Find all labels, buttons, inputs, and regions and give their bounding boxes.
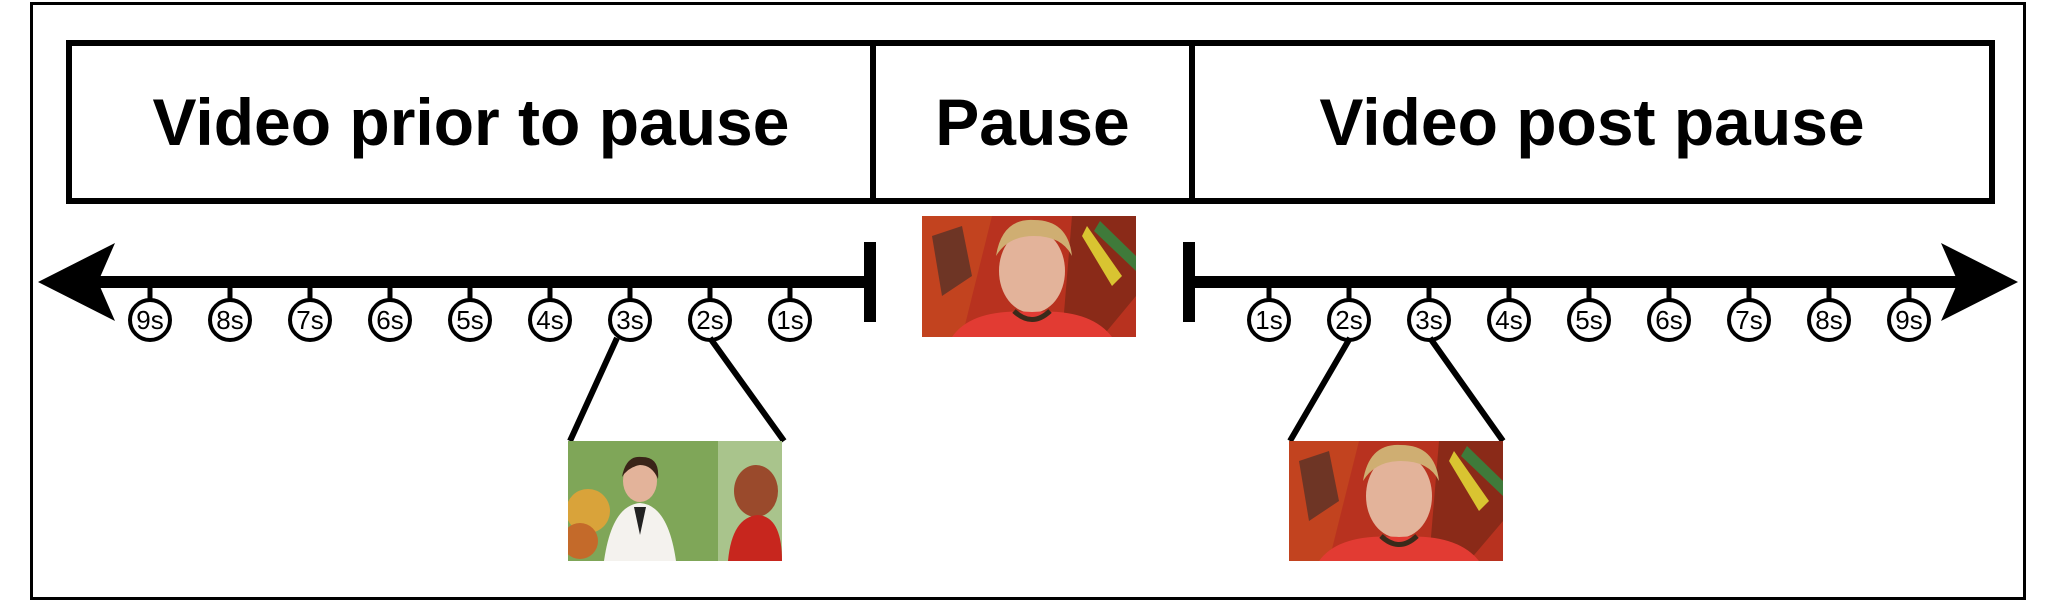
prior-tick-marker xyxy=(448,298,492,342)
prior-frame-thumbnail xyxy=(568,441,782,561)
video-prior-label: Video prior to pause xyxy=(152,85,790,159)
post-tick-marker xyxy=(1647,298,1691,342)
video-post-label: Video post pause xyxy=(1319,85,1865,159)
prior-arrowhead xyxy=(38,243,115,321)
prior-tick-label: 2s xyxy=(696,305,723,335)
post-tick-marker xyxy=(1887,298,1931,342)
prior-tick-label: 8s xyxy=(216,305,243,335)
prior-tick-label: 3s xyxy=(616,305,643,335)
prior-zoom-line-left xyxy=(567,336,620,443)
post-tick-marker xyxy=(1807,298,1851,342)
pause-label: Pause xyxy=(935,85,1130,159)
post-tick-label: 4s xyxy=(1495,305,1522,335)
video-post-header: Video post pause xyxy=(1189,40,1995,204)
figure-frame xyxy=(30,2,2026,600)
post-tick-marker xyxy=(1727,298,1771,342)
prior-tick-marker xyxy=(288,298,332,342)
prior-tick-group: 9s 8s 7s 6s 5s 4s 3s 2s 1s xyxy=(128,288,812,342)
prior-tick-label: 4s xyxy=(536,305,563,335)
post-arrowhead xyxy=(1941,243,2018,321)
post-tick-label: 5s xyxy=(1575,305,1602,335)
pause-frame-thumbnail xyxy=(922,216,1136,337)
prior-tick-marker xyxy=(208,298,252,342)
post-tick-label: 3s xyxy=(1415,305,1442,335)
prior-tick-marker xyxy=(608,298,652,342)
post-tick-group: 1s 2s 3s 4s 5s 6s 7s 8s 9s xyxy=(1247,288,1931,342)
prior-tick-marker xyxy=(368,298,412,342)
post-tick-label: 7s xyxy=(1735,305,1762,335)
prior-tick-label: 5s xyxy=(456,305,483,335)
post-tick-label: 8s xyxy=(1815,305,1842,335)
post-tick-marker xyxy=(1567,298,1611,342)
prior-tick-marker xyxy=(768,298,812,342)
prior-tick-label: 6s xyxy=(376,305,403,335)
post-frame-thumbnail xyxy=(1289,441,1503,561)
video-prior-header: Video prior to pause xyxy=(66,40,876,204)
post-zoom-line-left xyxy=(1287,336,1353,443)
post-tick-marker xyxy=(1247,298,1291,342)
post-tick-label: 2s xyxy=(1335,305,1362,335)
prior-zoom-line-right xyxy=(707,336,787,443)
post-tick-marker xyxy=(1487,298,1531,342)
prior-tick-label: 7s xyxy=(296,305,323,335)
prior-tick-label: 9s xyxy=(136,305,163,335)
prior-tick-marker xyxy=(128,298,172,342)
post-tick-label: 9s xyxy=(1895,305,1922,335)
prior-tick-marker xyxy=(528,298,572,342)
prior-tick-label: 1s xyxy=(776,305,803,335)
post-zoom-line-right xyxy=(1427,336,1506,443)
post-tick-label: 6s xyxy=(1655,305,1682,335)
post-tick-label: 1s xyxy=(1255,305,1282,335)
